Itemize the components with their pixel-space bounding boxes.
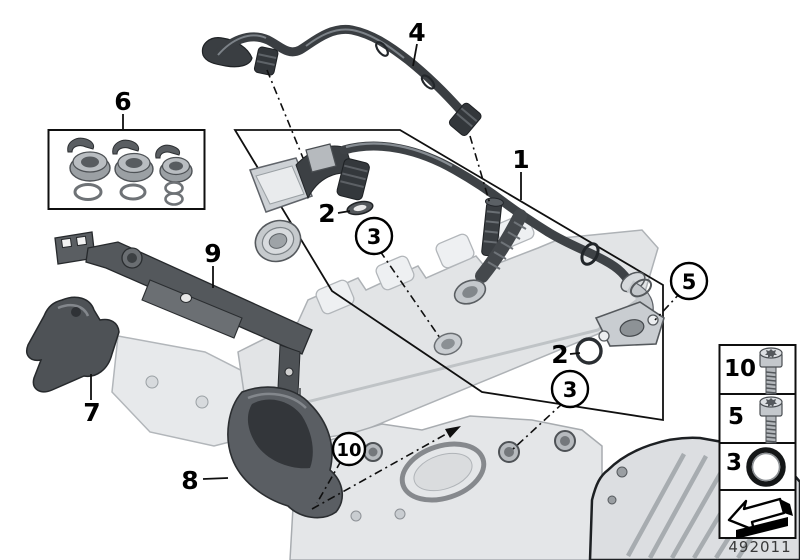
callout-10-label: 10 [336, 440, 361, 461]
callout-8[interactable]: 8 [181, 466, 198, 495]
callout-2-left[interactable]: 2 [318, 199, 335, 228]
install-line-pipe4-valve [266, 69, 304, 159]
o-ring-icon [746, 447, 786, 487]
pcv-valve-port-bore [268, 233, 288, 249]
vent-hose-right [543, 227, 635, 289]
callout-10[interactable]: 10 [331, 431, 367, 467]
callout-3-right-label: 3 [563, 378, 578, 402]
support-bracket-7 [26, 296, 120, 393]
hose-stub-port [336, 158, 370, 201]
callout-6[interactable]: 6 [114, 87, 131, 116]
pipe-ring [375, 41, 389, 57]
cover-bolt [616, 466, 628, 478]
legend: 10 5 3 492011 [718, 344, 797, 556]
pipe-ring [420, 74, 436, 90]
bolt-hole [195, 395, 209, 409]
clamp-set [112, 139, 154, 201]
gasket-opening [413, 452, 473, 492]
leader-4 [412, 43, 418, 67]
callout-2-right[interactable]: 2 [551, 340, 568, 369]
leader-lines [90, 43, 682, 510]
callout-7[interactable]: 7 [83, 398, 100, 427]
vent-hose-assembly-1 [249, 141, 665, 365]
drawing-number: 492011 [728, 538, 791, 556]
legend-label-10: 10 [724, 356, 756, 382]
leader-2-left [337, 210, 351, 214]
leader-10 [316, 460, 342, 504]
callout-9[interactable]: 9 [204, 239, 221, 268]
clamp-set [155, 144, 193, 206]
direction-arrow-icon [727, 497, 793, 539]
pcv-valve-face [255, 165, 305, 205]
bolt-hole [145, 375, 159, 389]
leader-3-right [511, 402, 564, 451]
pipe-branch-connector [253, 46, 279, 76]
pipe-highlight [217, 28, 405, 59]
part-group-box [233, 129, 664, 422]
legend-label-3: 3 [726, 450, 742, 476]
clamp-kit-box-6 [47, 129, 206, 210]
support-bracket-9 [54, 231, 313, 412]
hose-highlight [345, 142, 453, 167]
acoustic-cover-8 [227, 386, 343, 519]
legend-label-5: 5 [728, 404, 744, 430]
screw-direction-line [311, 432, 449, 510]
leader-2-right [569, 352, 581, 355]
vent-pipe-4 [201, 24, 482, 137]
clamp-set [67, 137, 111, 201]
cover-bolt [607, 495, 617, 505]
hex-fitting [305, 143, 337, 173]
screw-direction-arrowhead [445, 426, 461, 438]
callouts: 6 4 1 2 9 7 8 2 3 3 5 10 [83, 18, 709, 495]
o-ring-2 [575, 337, 603, 365]
callout-5[interactable]: 5 [669, 261, 709, 301]
hose-clamp [580, 242, 600, 266]
valve-cover-gasket [399, 441, 487, 503]
legend-cell-5 [718, 393, 797, 444]
corrugation-ribs [487, 221, 527, 270]
callout-4[interactable]: 4 [408, 18, 425, 47]
callout-5-label: 5 [682, 270, 697, 294]
manifold-port-bore [441, 338, 455, 350]
sealing-washer-hole [353, 204, 367, 212]
callout-3-left[interactable]: 3 [354, 216, 394, 256]
leader-8 [202, 477, 229, 480]
callout-1[interactable]: 1 [512, 145, 529, 174]
leader-5 [654, 291, 682, 321]
install-line-pipe4-port [469, 135, 491, 205]
callout-3-right[interactable]: 3 [550, 369, 590, 409]
branch-collar-bore [462, 286, 478, 298]
elbow-fitting-5 [594, 271, 665, 347]
pipe-end-connector [448, 102, 482, 137]
corrugated-branch [475, 209, 527, 283]
callout-3-left-label: 3 [367, 225, 382, 249]
legend-cell-10 [718, 344, 797, 395]
